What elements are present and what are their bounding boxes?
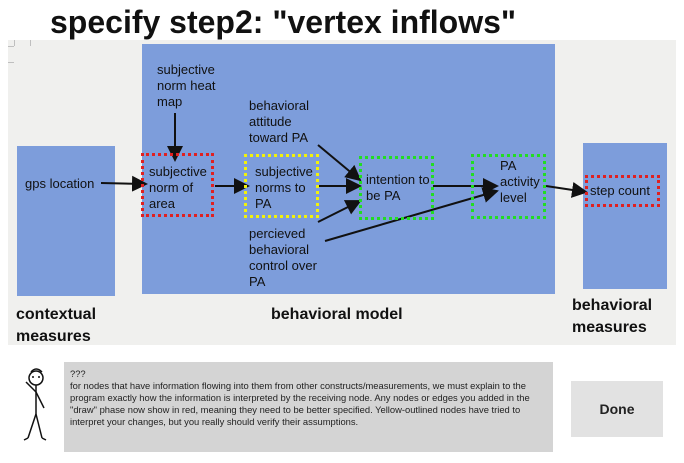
region-label-behavioral-measures: behavioral measures [572,297,653,336]
node-behavioral-attitude[interactable]: behavioral attitude toward PA [249,98,309,145]
region-label-behavioral-model: behavioral model [271,306,403,323]
grid-tick [14,40,15,46]
node-subjective-norm-of-area[interactable]: subjective norm of area [149,164,207,211]
region-label-contextual: contextual measures [16,306,97,345]
node-subjective-norm-heat-map[interactable]: subjective norm heat map [157,62,216,109]
done-button[interactable]: Done [571,381,663,437]
node-outline-intention[interactable] [359,156,434,220]
node-perceived-control[interactable]: percieved behavioral control over PA [249,226,317,289]
node-intention[interactable]: intention to be PA [366,172,430,203]
behavioral-measures-block[interactable] [583,143,667,289]
node-outline-norm-of-area[interactable] [141,153,214,217]
stick-figure-icon [23,368,47,441]
node-outline-pa-activity[interactable] [471,154,546,219]
message-heading: ??? [70,368,86,379]
message-text: ??? for nodes that have information flow… [70,368,550,428]
node-outline-step-count[interactable] [585,175,660,207]
contextual-measures-block[interactable] [17,146,115,296]
page-title: specify step2: "vertex inflows" [50,4,517,40]
message-panel [64,362,553,452]
node-pa-activity-level[interactable]: PA activity level [500,158,540,205]
node-step-count[interactable]: step count [590,183,650,198]
grid-tick [30,40,31,46]
node-outline-norms-to-pa[interactable] [244,154,319,218]
node-subjective-norms-to-pa[interactable]: subjective norms to PA [255,164,313,211]
message-body: for nodes that have information flowing … [70,380,530,427]
grid-tick [8,46,14,47]
grid-tick [8,62,14,63]
node-gps-location[interactable]: gps location [25,176,95,191]
